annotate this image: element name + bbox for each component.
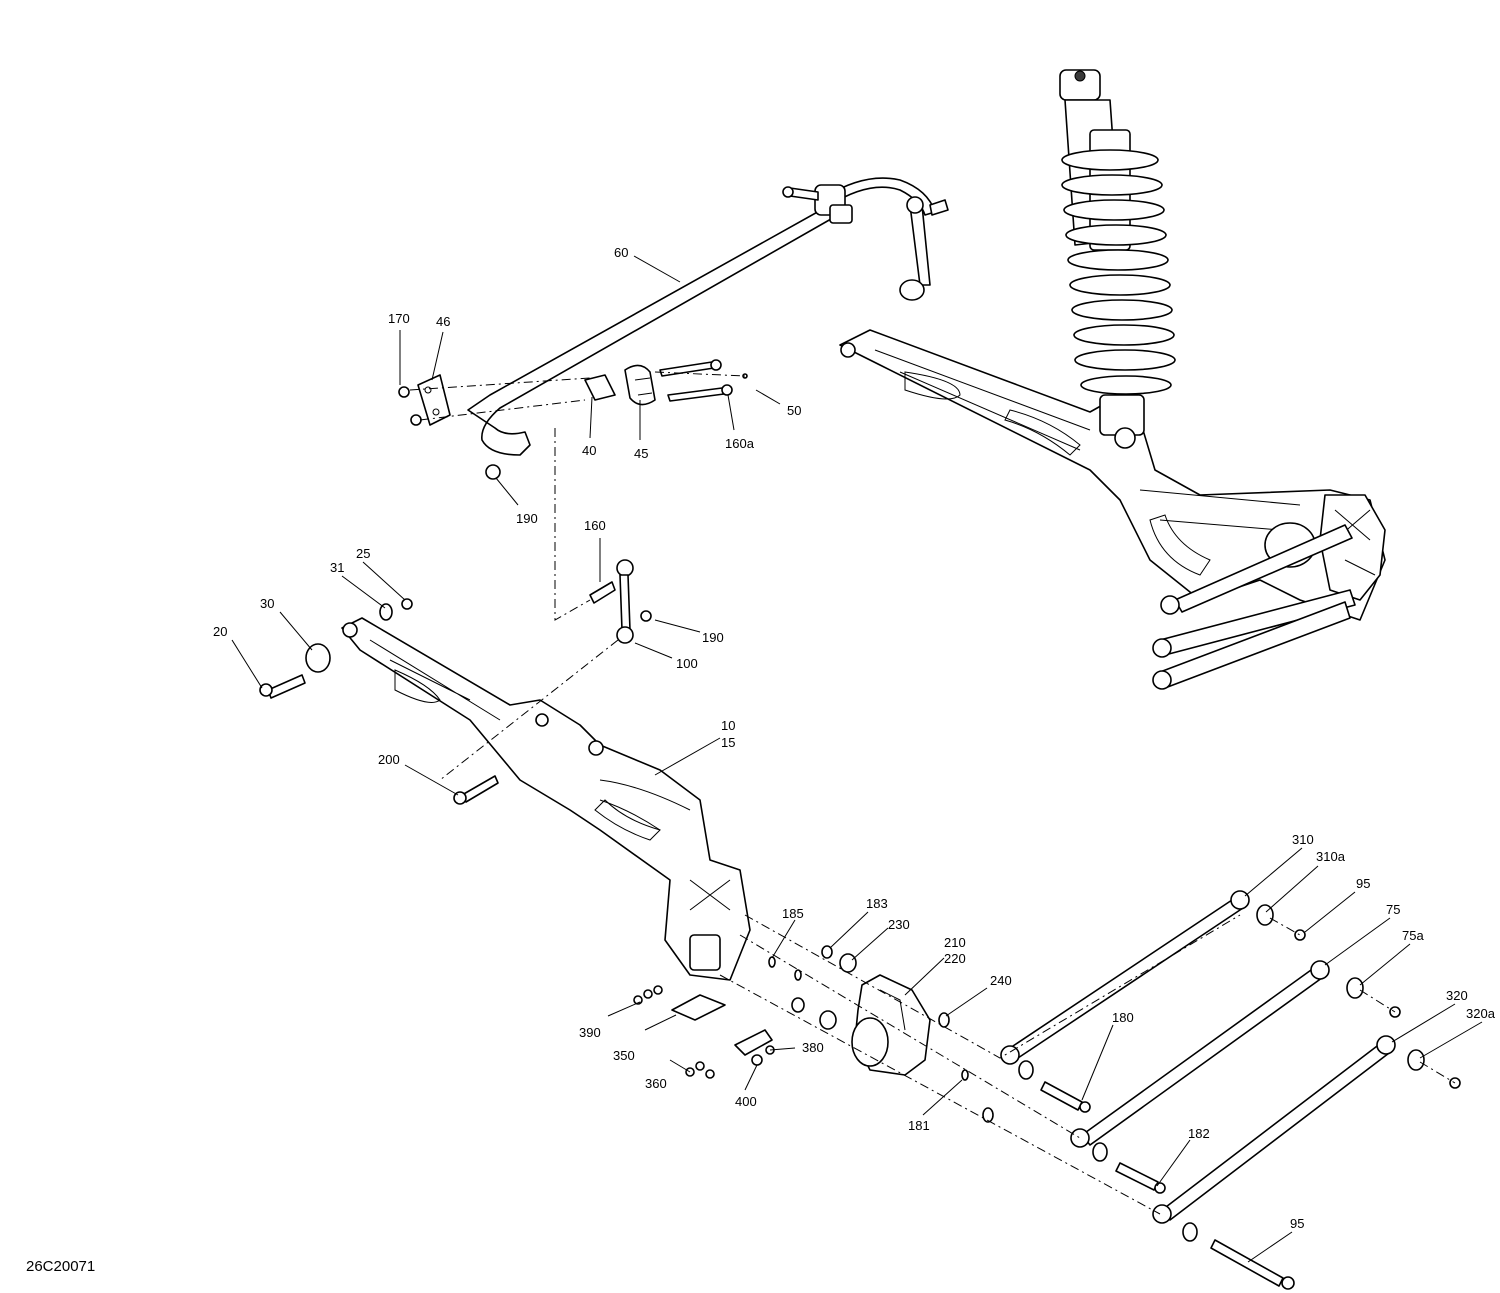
callout-60: 60 (614, 245, 628, 260)
callout-100: 95 (1356, 876, 1370, 891)
callout-320a: 320a (1466, 1006, 1496, 1021)
callout-230: 230 (888, 917, 910, 932)
knuckle-assembly (768, 945, 994, 1123)
callout-390: 390 (579, 1025, 601, 1040)
callout-75a: 75a (1402, 928, 1424, 943)
callout-200: 200 (378, 752, 400, 767)
callout-310a: 310a (1316, 849, 1346, 864)
callout-160a: 160 (584, 518, 606, 533)
callout-180: 180 (1112, 1010, 1134, 1025)
callout-labels: 60 170 46 50 40 45 160a 190 160 25 31 30… (26, 245, 1496, 1275)
callout-46: 46 (436, 314, 450, 329)
callout-360: 360 (645, 1076, 667, 1091)
callout-320: 320 (1446, 988, 1468, 1003)
callout-31: 31 (330, 560, 344, 575)
callout-15: 15 (721, 735, 735, 750)
callout-181: 181 (908, 1118, 930, 1133)
callout-175: 170 (388, 311, 410, 326)
callout-183: 185 (782, 906, 804, 921)
callout-182: 182 (1188, 1126, 1210, 1141)
callout-75: 75 (1386, 902, 1400, 917)
callout-50: 50 (787, 403, 801, 418)
callout-20: 20 (213, 624, 227, 639)
reference-code: 26C20071 (26, 1258, 95, 1275)
callout-170: 160a (725, 436, 755, 451)
callout-380: 380 (802, 1040, 824, 1055)
callout-400: 400 (735, 1094, 757, 1109)
callout-310: 310 (1292, 832, 1314, 847)
callout-30: 30 (260, 596, 274, 611)
callout-210: 210 (944, 935, 966, 950)
stabilizer-bar (467, 177, 949, 456)
callout-10: 10 (721, 718, 735, 733)
assembly-lines (409, 371, 1456, 1215)
leader-lines (231, 255, 1483, 1263)
trailing-arm-exploded (259, 598, 751, 981)
coil-spring (1061, 149, 1176, 395)
callout-185: 183 (866, 896, 888, 911)
callout-25: 25 (356, 546, 370, 561)
callout-240: 240 (990, 973, 1012, 988)
callout-45: 45 (634, 446, 648, 461)
callout-160: 100 (676, 656, 698, 671)
end-link-exploded (589, 559, 652, 644)
callout-190-lower: 190 (702, 630, 724, 645)
callout-40: 40 (582, 443, 596, 458)
assembled-suspension (839, 69, 1386, 690)
callout-350: 350 (613, 1048, 635, 1063)
callout-190-upper: 190 (516, 511, 538, 526)
lateral-links-exploded (1000, 890, 1461, 1290)
callout-95: 95 (1290, 1216, 1304, 1231)
callout-220: 220 (944, 951, 966, 966)
bracket-hardware (633, 985, 775, 1079)
clamp-components (398, 359, 748, 480)
